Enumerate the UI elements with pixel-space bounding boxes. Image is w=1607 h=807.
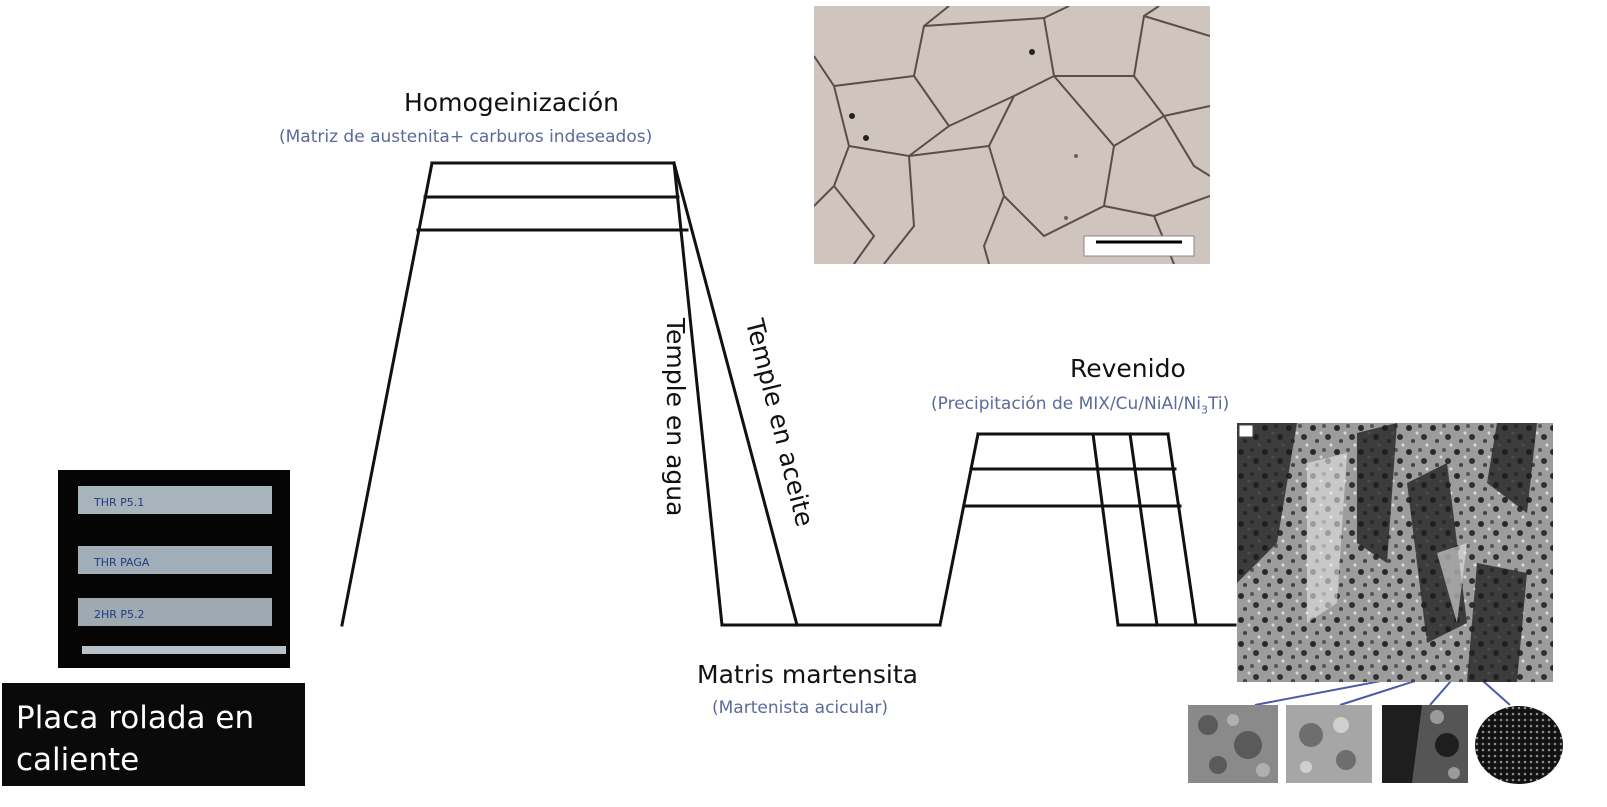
water-quench-line (672, 161, 724, 627)
martensite-subtitle: (Martenista acicular) (712, 698, 889, 718)
austenite-micrograph-image (814, 6, 1210, 264)
tempering-title: Revenido (1070, 354, 1186, 383)
martensite-title: Matris martensita (697, 660, 918, 689)
svg-text:2HR P5.2: 2HR P5.2 (94, 608, 145, 621)
plate-strip-2: THR PAGA (78, 546, 272, 574)
tempering-rise-line (938, 432, 980, 627)
tempering-descent-3 (1166, 432, 1198, 627)
oil-quench-line (672, 161, 799, 627)
ruler-strip (82, 646, 286, 654)
inset-micrograph-3 (1382, 705, 1468, 783)
heating-ramp-line (340, 161, 434, 627)
plate-caption-line-1: Placa rolada en (16, 700, 255, 736)
inset-micrograph-2 (1286, 705, 1372, 783)
plate-caption-box: Placa rolada en caliente (2, 683, 305, 786)
plate-strip-3: 2HR P5.2 (78, 598, 272, 626)
tempering-subtitle-subscript: 3 (1201, 403, 1209, 417)
plate-strip-1: THR P5.1 (78, 486, 272, 514)
water-quench-label: Temple en agua (661, 318, 690, 517)
tempering-descent-2 (1128, 432, 1159, 627)
tempering-subtitle-end: Ti) (1208, 394, 1230, 414)
homogenization-subtitle: (Matriz de austenita+ carburos indeseado… (279, 127, 653, 147)
inset-micrograph-4 (1475, 706, 1563, 784)
svg-text:THR P5.1: THR P5.1 (93, 496, 144, 509)
tempering-descent-1 (1091, 432, 1120, 627)
rolled-plate-photo: THR P5.1 THR PAGA 2HR P5.2 (58, 470, 290, 668)
tempered-martensite-micrograph-image (1237, 423, 1553, 682)
inset-micrograph-1 (1188, 705, 1278, 783)
tempering-subtitle: (Precipitación de MIX/Cu/NiAl/Ni3Ti) (931, 394, 1229, 416)
plate-caption-line-2: caliente (16, 742, 140, 778)
homogenization-title: Homogeinización (404, 88, 620, 117)
tempering-subtitle-main: (Precipitación de MIX/Cu/NiAl/Ni (931, 394, 1202, 414)
svg-text:THR PAGA: THR PAGA (93, 556, 150, 569)
